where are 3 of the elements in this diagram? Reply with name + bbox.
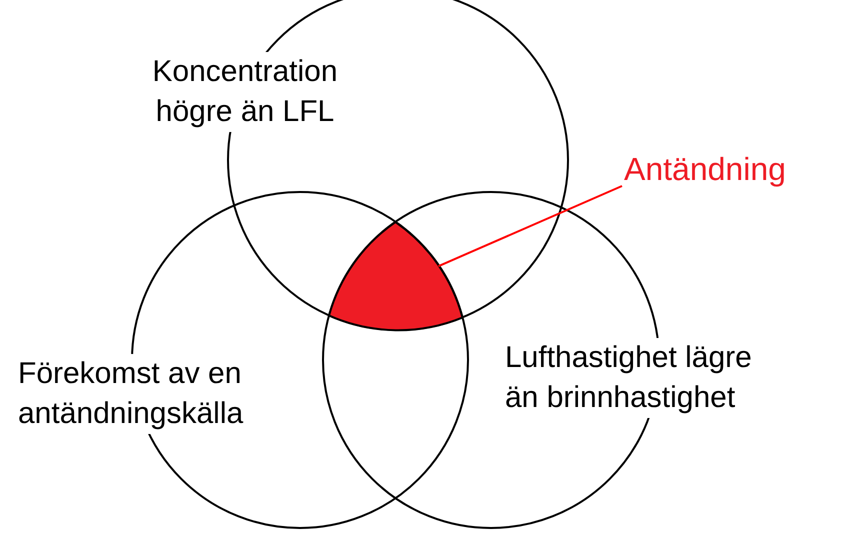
intersection-region [329,222,462,330]
leader-line [438,185,622,268]
result-label: Antändning [624,150,786,188]
